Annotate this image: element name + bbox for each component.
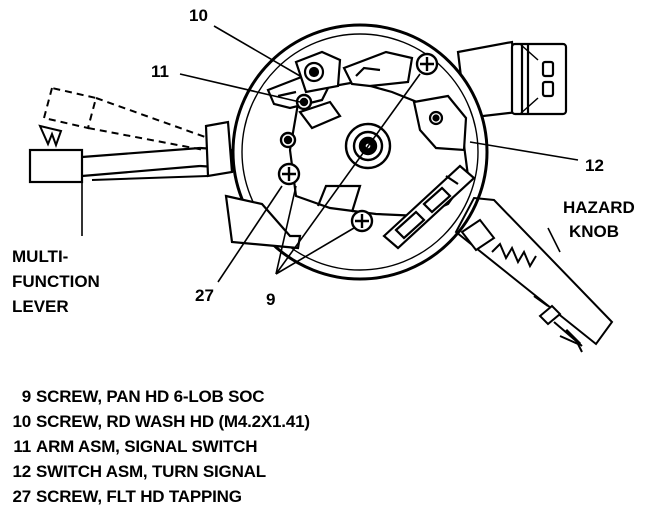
callout-11: 11: [151, 62, 169, 81]
leader-lines: [81, 25, 579, 283]
legend-row: 9 SCREW, PAN HD 6-LOB SOC: [4, 384, 310, 409]
housing-bracket: [224, 194, 302, 250]
legend-number: 12: [12, 462, 31, 481]
lever-label-line1: MULTI-: [12, 247, 68, 266]
screw-10-washer: [295, 93, 313, 111]
legend-description: ARM ASM, SIGNAL SWITCH: [36, 437, 258, 456]
legend-row: 11 ARM ASM, SIGNAL SWITCH: [4, 434, 310, 459]
callout-27: 27: [195, 286, 214, 305]
turn-signal-switch-body: [412, 94, 468, 152]
legend-description: SCREW, PAN HD 6-LOB SOC: [36, 387, 265, 406]
legend-row: 12 SWITCH ASM, TURN SIGNAL: [4, 459, 310, 484]
legend-number: 9: [21, 387, 31, 406]
upper-lug: [294, 50, 342, 94]
screw-9-bottom: [350, 209, 374, 233]
callout-9: 9: [266, 290, 275, 309]
legend-number: 27: [12, 487, 31, 506]
hazard-knob-exploded: [454, 196, 614, 353]
legend-number: 11: [13, 437, 31, 456]
screw-9-top: [415, 52, 439, 76]
lever-raised-position: [42, 86, 209, 151]
lever-boot: [204, 120, 234, 178]
legend-number: 10: [12, 412, 31, 431]
small-pivot-screw: [279, 131, 297, 149]
legend-description: SCREW, FLT HD TAPPING: [36, 487, 242, 506]
callout-10: 10: [189, 6, 208, 25]
legend-description: SWITCH ASM, TURN SIGNAL: [36, 462, 266, 481]
hazard-label-line1: HAZARD: [563, 198, 635, 217]
screw-27: [277, 162, 301, 186]
legend-row: 10 SCREW, RD WASH HD (M4.2X1.41): [4, 409, 310, 434]
legend-description: SCREW, RD WASH HD (M4.2X1.41): [36, 412, 310, 431]
legend-row: 27 SCREW, FLT HD TAPPING: [4, 484, 310, 509]
lever-label-line3: LEVER: [12, 297, 69, 316]
switch-top-block: [342, 50, 414, 88]
hazard-label-line2: KNOB: [569, 222, 619, 241]
parts-legend: 9 SCREW, PAN HD 6-LOB SOC 10 SCREW, RD WAS…: [4, 384, 310, 509]
lever-motion-arrow: [38, 124, 63, 148]
screws: [277, 52, 439, 233]
hazard-switch-assembly: [382, 164, 476, 250]
callout-12: 12: [585, 156, 604, 175]
lever-label-line2: FUNCTION: [12, 272, 100, 291]
